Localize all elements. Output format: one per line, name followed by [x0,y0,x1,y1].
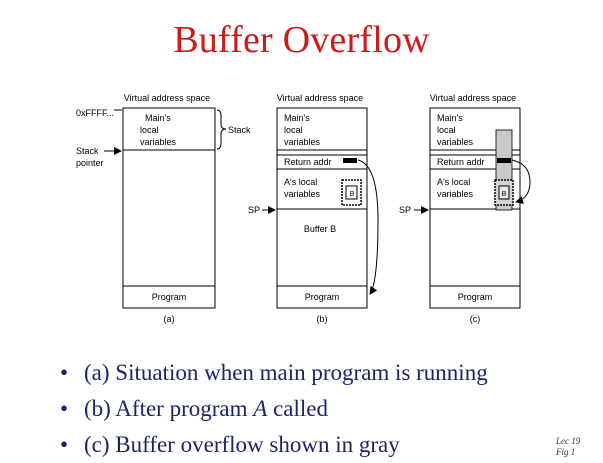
stack-label: Stack [228,125,251,135]
buffer-overflow-diagram: Virtual address space 0xFFFF... Main's l… [76,93,531,324]
panel-b-return-pointer-block [343,158,357,163]
panel-c-a-local-line1: A's local [437,177,470,187]
panel-b-return-arrow [357,159,379,295]
panel-a-mains-line2: local [140,125,159,135]
bullet-emphasis: A [253,396,268,421]
panel-b-program-label: Program [305,292,340,302]
panel-b-a-local-line1: A's local [284,177,317,187]
panel-c-code-inner [498,185,510,200]
bullet-list: •(a) Situation when main program is runn… [60,355,488,463]
bullet-text-suffix: called [267,396,328,421]
panel-a: Virtual address space 0xFFFF... Main's l… [76,93,251,324]
panel-b-a-local-line2: variables [284,189,321,199]
panel-c-mains-line1: Main's [437,113,463,123]
panel-b-code-inner [345,185,358,200]
panel-b-sp-label: SP [248,205,260,215]
panel-c-mains-line3: variables [437,137,474,147]
panel-b-memory-box [276,107,368,309]
panel-c-a-local-line2: variables [437,189,474,199]
panel-c-caption: (c) [470,314,481,324]
panel-a-mains-line1: Main's [145,113,171,123]
panel-c-program-label: Program [458,292,493,302]
panel-a-program-label: Program [152,292,187,302]
panel-a-memory-box [122,107,216,309]
panel-b-header: Virtual address space [277,93,363,103]
panel-c-b-letter: B [502,191,507,198]
panel-c: Virtual address space Main's local varia… [399,93,531,324]
bullet-item: •(b) After program A called [60,396,328,421]
footer-line1: Lec 19 [556,436,581,446]
slide-footer: Lec 19 Fig 1 [556,436,580,458]
bullet-text: (b) After program [84,396,254,421]
bullet-text: (a) Situation when main program is runni… [84,360,488,385]
footer-line2: Fig 1 [556,447,576,457]
panel-b: Virtual address space Main's local varia… [248,93,379,324]
panel-c-memory-box [429,107,521,309]
panel-c-return-pointer-block [497,158,511,163]
panel-c-mains-line2: local [437,125,456,135]
panel-b-return-addr: Return addr [284,157,332,167]
panel-b-mains-line1: Main's [284,113,310,123]
slide-title: Buffer Overflow [173,19,430,61]
panel-c-return-addr: Return addr [437,157,485,167]
bullet-text: (c) Buffer overflow shown in gray [84,432,400,457]
panel-b-mains-line3: variables [284,137,321,147]
panel-c-header: Virtual address space [430,93,516,103]
panel-a-mains-line3: variables [140,137,177,147]
address-label: 0xFFFF... [76,108,114,118]
stack-pointer-label-line1: Stack [76,146,99,156]
panel-c-sp-label: SP [399,205,411,215]
panel-a-header: Virtual address space [124,93,210,103]
panel-b-mains-line2: local [284,125,303,135]
stack-brace [216,109,227,150]
bullet-item: •(a) Situation when main program is runn… [60,360,488,385]
panel-b-b-letter: B [350,191,355,198]
panel-a-caption: (a) [164,314,175,324]
panel-c-return-arrow [511,159,531,204]
stack-pointer-label-line2: pointer [76,158,104,168]
panel-b-caption: (b) [317,314,328,324]
bullet-item: •(c) Buffer overflow shown in gray [60,432,400,457]
panel-b-buffer-b: Buffer B [304,224,336,234]
